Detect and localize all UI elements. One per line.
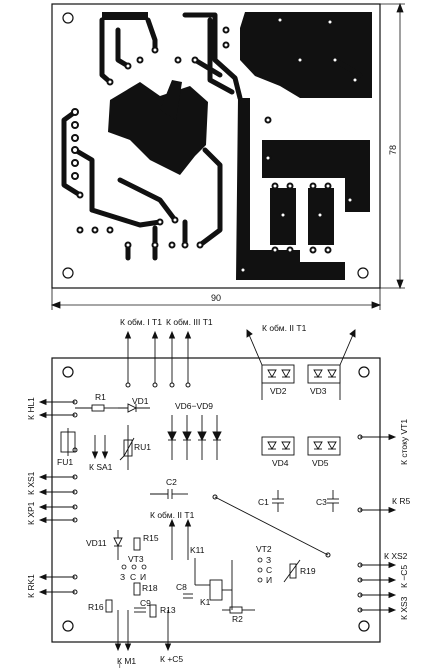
- resistor-r15: [133, 537, 141, 551]
- pcb-board: 90 78: [50, 2, 405, 310]
- ref-r1: R1: [95, 392, 106, 402]
- mounting-hole: [358, 366, 370, 378]
- mid-winding-arrows: [168, 496, 329, 560]
- resistor-r2: [222, 606, 255, 614]
- resistor-r19: [283, 559, 301, 583]
- mounting-hole: [357, 267, 369, 279]
- ref-fu1: FU1: [57, 457, 73, 467]
- label-motor: К М1: [117, 656, 136, 666]
- label-minus-c5: К −C5: [399, 565, 409, 588]
- label-winding-3: К обм. III Т1: [166, 317, 213, 327]
- ref-r2: R2: [232, 614, 243, 624]
- varistor-ru1: [119, 425, 135, 470]
- relay-k1: [194, 558, 233, 610]
- ref-vt2: VT2: [256, 544, 272, 554]
- copper-pours: [102, 12, 372, 280]
- pcb-pads: [71, 16, 359, 274]
- bottom-connection-arrows: [114, 610, 172, 652]
- resistor-r13: [149, 604, 157, 618]
- ref-vt3: VT3: [128, 554, 144, 564]
- ref-sa1: К SA1: [89, 462, 113, 472]
- component-pads: [72, 382, 363, 613]
- vt2-pin-drain: С: [266, 565, 272, 575]
- label-motor-minus: –: [114, 663, 124, 668]
- ref-r15: R15: [143, 533, 159, 543]
- ref-c3: C3: [316, 497, 327, 507]
- mounting-hole: [62, 366, 74, 378]
- label-xs1: К XS1: [26, 471, 36, 495]
- ref-vd4: VD4: [272, 458, 289, 468]
- mounting-hole: [62, 267, 74, 279]
- vt3-pin-source: И: [140, 572, 146, 582]
- ref-r16: R16: [88, 602, 104, 612]
- capacitor-c2: [150, 489, 188, 499]
- diode-vd11: [113, 530, 123, 560]
- label-r5: К R5: [392, 496, 410, 506]
- ref-c8: C8: [176, 582, 187, 592]
- resistor-r1: [75, 404, 118, 412]
- ref-vd3: VD3: [310, 386, 327, 396]
- dimension-width: [50, 288, 382, 310]
- right-connection-arrows: [360, 433, 397, 614]
- vt2-pin-source: И: [266, 575, 272, 585]
- ref-c2: C2: [166, 477, 177, 487]
- ref-c9: C9: [140, 598, 151, 608]
- ref-c1: C1: [258, 497, 269, 507]
- dimension-height-label: 78: [388, 145, 398, 155]
- mounting-hole: [62, 620, 74, 632]
- vt2-pin-gate: З: [266, 555, 271, 565]
- ref-k1: K1: [200, 597, 211, 607]
- ref-vd5: VD5: [312, 458, 329, 468]
- label-plus-c5: К +C5: [160, 654, 183, 664]
- capacitor-c9: [134, 607, 146, 613]
- ref-vd1: VD1: [132, 396, 149, 406]
- label-winding-2-mid: К обм. II Т1: [150, 510, 195, 520]
- label-drain-vt1: К стоку VT1: [399, 419, 409, 465]
- ref-r13: R13: [160, 605, 176, 615]
- label-winding-1: К обм. I Т1: [120, 317, 162, 327]
- mounting-hole: [358, 620, 370, 632]
- dimension-height: [380, 2, 405, 290]
- resistor-r18: [133, 582, 141, 596]
- ref-r19: R19: [300, 566, 316, 576]
- diodes-vd2-vd5: [261, 364, 341, 456]
- ref-ru1: RU1: [134, 442, 151, 452]
- ref-k11: K11: [190, 545, 205, 555]
- pcb-outline: [51, 3, 381, 289]
- capacitor-c8: [183, 593, 193, 599]
- vt3-pin-drain: С: [130, 572, 136, 582]
- vt3-pin-gate: З: [120, 572, 125, 582]
- ref-vd11: VD11: [86, 538, 107, 548]
- diode-bridge-vd6-vd9: [167, 415, 222, 460]
- label-xs3: К XS3: [399, 596, 409, 620]
- assembly-outline: [51, 357, 381, 643]
- label-winding-2: К обм. II Т1: [262, 323, 307, 333]
- capacitor-c1: [272, 490, 284, 512]
- left-connection-arrows: [38, 398, 75, 596]
- capacitor-c3: [327, 490, 339, 512]
- label-xp1: К XP1: [26, 501, 36, 525]
- label-hl1: К HL1: [26, 397, 36, 420]
- label-xs2: К XS2: [384, 551, 408, 561]
- mounting-hole: [62, 12, 74, 24]
- ref-r18: R18: [142, 583, 158, 593]
- ref-vd6-vd9: VD6−VD9: [175, 401, 213, 411]
- assembly-drawing: К обм. I Т1 К обм. III Т1 К обм. II Т1 К…: [26, 317, 410, 668]
- transistor-vt3-pads: [121, 564, 147, 570]
- label-rk1: К RK1: [26, 574, 36, 598]
- sa1-arrows: [91, 435, 109, 460]
- fuse-fu1: [60, 428, 76, 456]
- dimension-width-label: 90: [211, 293, 221, 303]
- resistor-r16: [105, 599, 113, 613]
- ref-vd2: VD2: [270, 386, 287, 396]
- transistor-vt2-pads: [257, 557, 263, 583]
- diode-vd1: [118, 403, 150, 413]
